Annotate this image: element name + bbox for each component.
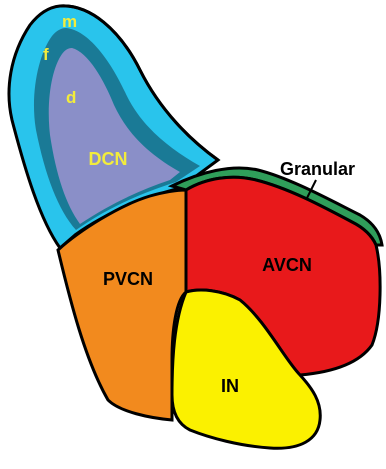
region-label-avcn: AVCN xyxy=(262,255,312,275)
layer-label-f: f xyxy=(43,45,49,64)
region-label-dcn: DCN xyxy=(89,149,128,169)
region-label-granular: Granular xyxy=(280,159,355,179)
layer-label-m: m xyxy=(62,12,77,31)
layer-label-d: d xyxy=(66,88,76,107)
region-label-pvcn: PVCN xyxy=(103,269,153,289)
region-label-in: IN xyxy=(221,376,239,396)
